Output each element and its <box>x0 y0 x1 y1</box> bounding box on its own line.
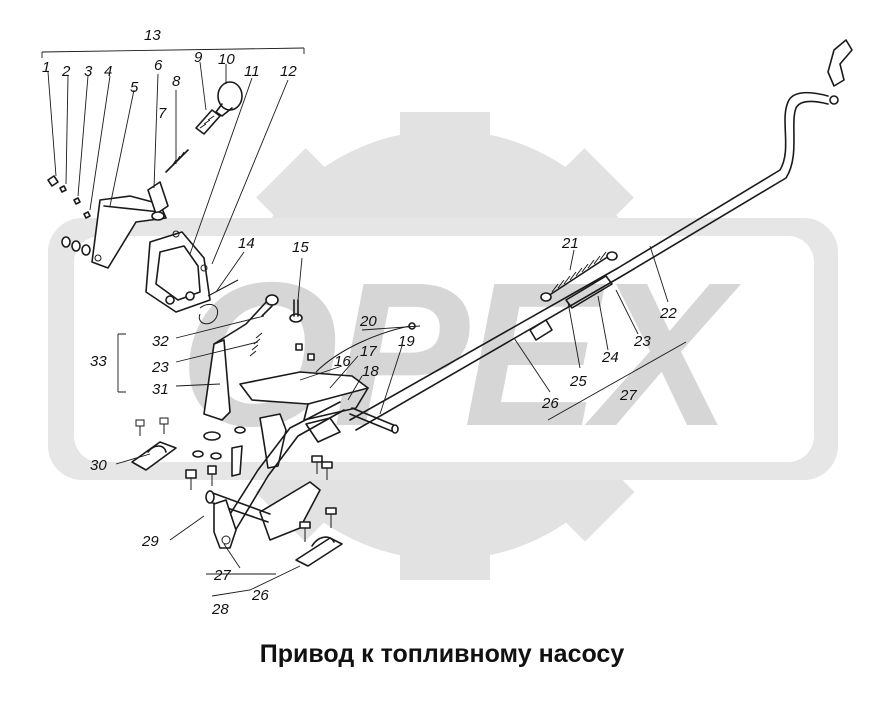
callout-13: 13 <box>144 27 161 44</box>
callout-26: 26 <box>541 395 559 412</box>
return-spring <box>540 251 618 309</box>
leader-lines <box>41 47 687 597</box>
callout-33: 31 <box>152 381 169 398</box>
rod-end-clip <box>827 39 853 87</box>
callout-5: 5 <box>130 79 139 96</box>
callout-32: 30 <box>90 457 107 474</box>
callout-19: 19 <box>398 333 415 350</box>
callout-24: 24 <box>601 349 619 366</box>
callout-3: 3 <box>84 63 93 80</box>
callout-28: 26 <box>251 587 269 604</box>
bolts-28 <box>299 455 337 542</box>
callout-18: 18 <box>362 363 379 380</box>
callout-6: 6 <box>154 57 163 74</box>
diagram-caption: Привод к топливному насосу <box>259 640 625 668</box>
callout-31: 29 <box>141 533 159 550</box>
callout-20: 20 <box>359 313 377 330</box>
callout-8: 8 <box>172 73 181 90</box>
callout-9: 9 <box>194 49 203 66</box>
fastener-set <box>185 426 246 490</box>
lever-assembly <box>203 339 231 421</box>
callout-23-left: 23 <box>151 359 169 376</box>
callout-10: 10 <box>218 51 235 68</box>
callout-16: 16 <box>334 353 351 370</box>
callout-25: 25 <box>569 373 587 390</box>
callout-labels: 13 1 2 3 4 5 6 7 8 9 10 11 12 14 15 20 1… <box>42 27 677 618</box>
callout-35: 33 <box>90 353 107 370</box>
bolt-15 <box>289 299 303 323</box>
callout-12: 12 <box>280 63 297 80</box>
callout-15: 15 <box>292 239 309 256</box>
callout-14: 14 <box>238 235 255 252</box>
cable-20 <box>315 325 411 373</box>
callout-29: 27 <box>213 567 231 584</box>
pedal-lever <box>219 401 341 531</box>
callout-17: 17 <box>360 343 377 360</box>
callout-30: 28 <box>211 601 229 618</box>
accelerator-rod <box>349 91 829 421</box>
callout-1: 1 <box>42 59 50 76</box>
mechanism-drawing <box>47 39 853 567</box>
callout-23-right: 23 <box>633 333 651 350</box>
callout-34: 32 <box>152 333 169 350</box>
callout-27: 27 <box>619 387 637 404</box>
bracket-28 <box>295 537 343 567</box>
callout-22: 22 <box>659 305 677 322</box>
callout-2: 2 <box>61 63 71 80</box>
throttle-lever-assembly <box>47 81 243 269</box>
callout-7: 7 <box>158 105 167 122</box>
callout-4: 4 <box>104 63 112 80</box>
callout-11: 11 <box>244 63 260 80</box>
callout-21: 21 <box>561 235 579 252</box>
pedal-pad <box>259 481 321 541</box>
